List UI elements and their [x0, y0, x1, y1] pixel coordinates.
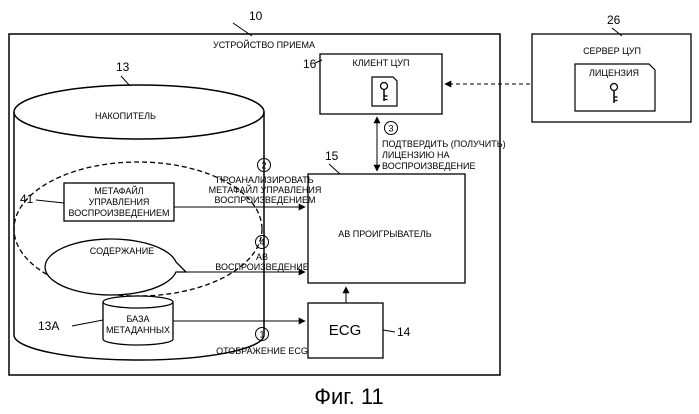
metafile-line2: УПРАВЛЕНИЯ [89, 197, 150, 207]
database-cylinder: БАЗА МЕТАДАННЫХ 13A [38, 296, 173, 345]
server-title: СЕРВЕР ЦУП [583, 46, 641, 56]
player-label: АВ ПРОИГРЫВАТЕЛЬ [338, 229, 432, 239]
step-2-line1: ПРОАНАЛИЗИРОВАТЬ [216, 175, 313, 185]
storage-title: НАКОПИТЕЛЬ [95, 111, 156, 121]
server-ref-leader [612, 28, 622, 36]
step-2-line3: ВОСПРОИЗВЕДЕНИЕМ [215, 195, 316, 205]
step-1-num: 1 [259, 330, 264, 340]
step-1-line1: ОТОБРАЖЕНИЕ ECG [216, 346, 308, 356]
license-document: ЛИЦЕНЗИЯ [575, 64, 655, 111]
database-line2: МЕТАДАННЫХ [106, 325, 170, 335]
step-4-line2: ВОСПРОИЗВЕДЕНИЕ [215, 262, 308, 272]
step-2-num: 2 [261, 161, 266, 171]
step-3-line1: ПОДТВЕРДИТЬ (ПОЛУЧИТЬ) [382, 139, 506, 149]
ecg-ref-leader [383, 330, 395, 332]
license-label: ЛИЦЕНЗИЯ [589, 68, 639, 78]
step-2: 2 ПРОАНАЛИЗИРОВАТЬ МЕТАФАЙЛ УПРАВЛЕНИЯ В… [209, 159, 322, 206]
step-3-line3: ВОСПРОИЗВЕДЕНИЕ [382, 161, 475, 171]
step-3: 3 ПОДТВЕРДИТЬ (ПОЛУЧИТЬ) ЛИЦЕНЗИЮ НА ВОС… [382, 122, 506, 172]
step-3-line2: ЛИЦЕНЗИЮ НА [382, 150, 450, 160]
player-ref-leader [329, 164, 340, 174]
database-ref: 13A [38, 319, 59, 333]
step-1: 1 ОТОБРАЖЕНИЕ ECG [216, 328, 308, 357]
client-key-icon [372, 77, 397, 106]
database-line1: БАЗА [126, 314, 149, 324]
step-3-num: 3 [388, 124, 393, 134]
storage-ref: 13 [116, 60, 130, 74]
content-label: СОДЕРЖАНИЕ [90, 246, 154, 256]
metafile-line3: ВОСПРОИЗВЕДЕНИЕМ [69, 208, 170, 218]
player-ref: 15 [325, 149, 339, 163]
step-4-line1: АВ [256, 252, 268, 262]
server-ref: 26 [607, 13, 621, 27]
client-ref: 16 [303, 57, 317, 71]
metafile-box: МЕТАФАЙЛ УПРАВЛЕНИЯ ВОСПРОИЗВЕДЕНИЕМ [64, 183, 174, 221]
client-label: КЛИЕНТ ЦУП [353, 58, 410, 68]
drm-client-box: КЛИЕНТ ЦУП 16 [303, 54, 442, 114]
content-shape: СОДЕРЖАНИЕ [45, 239, 186, 295]
ecg-box: ECG 14 [308, 303, 411, 358]
database-ref-leader [72, 320, 103, 326]
step-2-line2: МЕТАФАЙЛ УПРАВЛЕНИЯ [209, 184, 322, 195]
ecg-label: ECG [329, 322, 362, 339]
receiver-title: УСТРОЙСТВО ПРИЕМА [213, 39, 315, 50]
group-ref-leader [36, 200, 64, 203]
metafile-line1: МЕТАФАЙЛ [94, 185, 144, 196]
ecg-ref: 14 [397, 325, 411, 339]
receiver-ref: 10 [249, 9, 263, 23]
step-4-num: 4 [259, 238, 264, 248]
figure-caption: Фиг. 11 [314, 384, 383, 409]
drm-server-box: 26 СЕРВЕР ЦУП ЛИЦЕНЗИЯ [532, 13, 691, 122]
group-ref: 41 [20, 192, 34, 206]
step-4: 4 АВ ВОСПРОИЗВЕДЕНИЕ [215, 236, 308, 273]
